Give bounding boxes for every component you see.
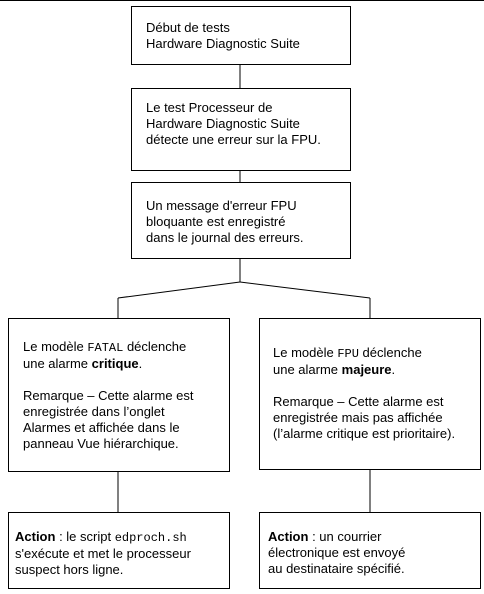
fatal-remark-1: Remarque – Cette alarme est: [23, 388, 194, 403]
fpu-remark-1: Remarque – Cette alarme est: [273, 394, 444, 409]
box-fpu-model: Le modèle FPU déclenche une alarme majeu…: [259, 318, 481, 470]
message-line-1: Un message d'erreur FPU: [146, 198, 297, 213]
fatal-remark-4: panneau Vue hiérarchique.: [23, 436, 179, 451]
box-test: Le test Processeur de Hardware Diagnosti…: [131, 88, 351, 171]
action-right-label: Action: [268, 529, 309, 544]
top-rule: [0, 0, 484, 1]
message-line-2: bloquante est enregistré: [146, 214, 286, 229]
connector-branch-right: [239, 281, 371, 299]
start-line-1: Début de tests: [146, 20, 230, 35]
action-left-label: Action: [15, 529, 56, 544]
box-start: Début de tests Hardware Diagnostic Suite: [131, 6, 351, 65]
script-name: edproch.sh: [114, 531, 187, 545]
majeure-label: majeure: [341, 362, 392, 377]
action-left-line-3: suspect hors ligne.: [15, 562, 124, 577]
connector-branch-left: [117, 281, 241, 299]
action-right-line-1: Action : un courrier: [268, 529, 382, 544]
action-left-line-1: Action : le script edproch.sh: [15, 529, 187, 545]
fatal-remark-3: Alarmes et affichée dans le: [23, 420, 180, 435]
test-line-3: détecte une erreur sur la FPU.: [146, 132, 321, 147]
fatal-code: FATAL: [87, 341, 124, 355]
box-fatal-model: Le modèle FATAL déclenche une alarme cri…: [8, 318, 230, 472]
fpu-code: FPU: [337, 347, 359, 361]
fpu-remark-3: (l’alarme critique est prioritaire).: [273, 426, 456, 441]
fatal-remark-2: enregistrée dans l’onglet: [23, 404, 165, 419]
fpu-line-2: une alarme majeure.: [273, 362, 396, 377]
action-right-line-2: électronique est envoyé: [268, 545, 406, 560]
fpu-line-1: Le modèle FPU déclenche: [273, 345, 422, 361]
start-line-2: Hardware Diagnostic Suite: [146, 36, 300, 51]
message-line-3: dans le journal des erreurs.: [146, 230, 304, 245]
fpu-remark-2: enregistrée mais pas affichée: [273, 410, 443, 425]
box-action-script: Action : le script edproch.sh s'exécute …: [8, 512, 230, 589]
fatal-line-2: une alarme critique.: [23, 356, 143, 371]
fatal-line-1: Le modèle FATAL déclenche: [23, 339, 187, 355]
test-line-2: Hardware Diagnostic Suite: [146, 116, 300, 131]
box-message: Un message d'erreur FPU bloquante est en…: [131, 182, 351, 259]
test-line-1: Le test Processeur de: [146, 100, 273, 115]
critique-label: critique: [91, 356, 139, 371]
box-action-email: Action : un courrier électronique est en…: [259, 512, 481, 589]
action-left-line-2: s'exécute et met le processeur: [15, 546, 191, 561]
action-right-line-3: au destinataire spécifié.: [268, 561, 405, 576]
